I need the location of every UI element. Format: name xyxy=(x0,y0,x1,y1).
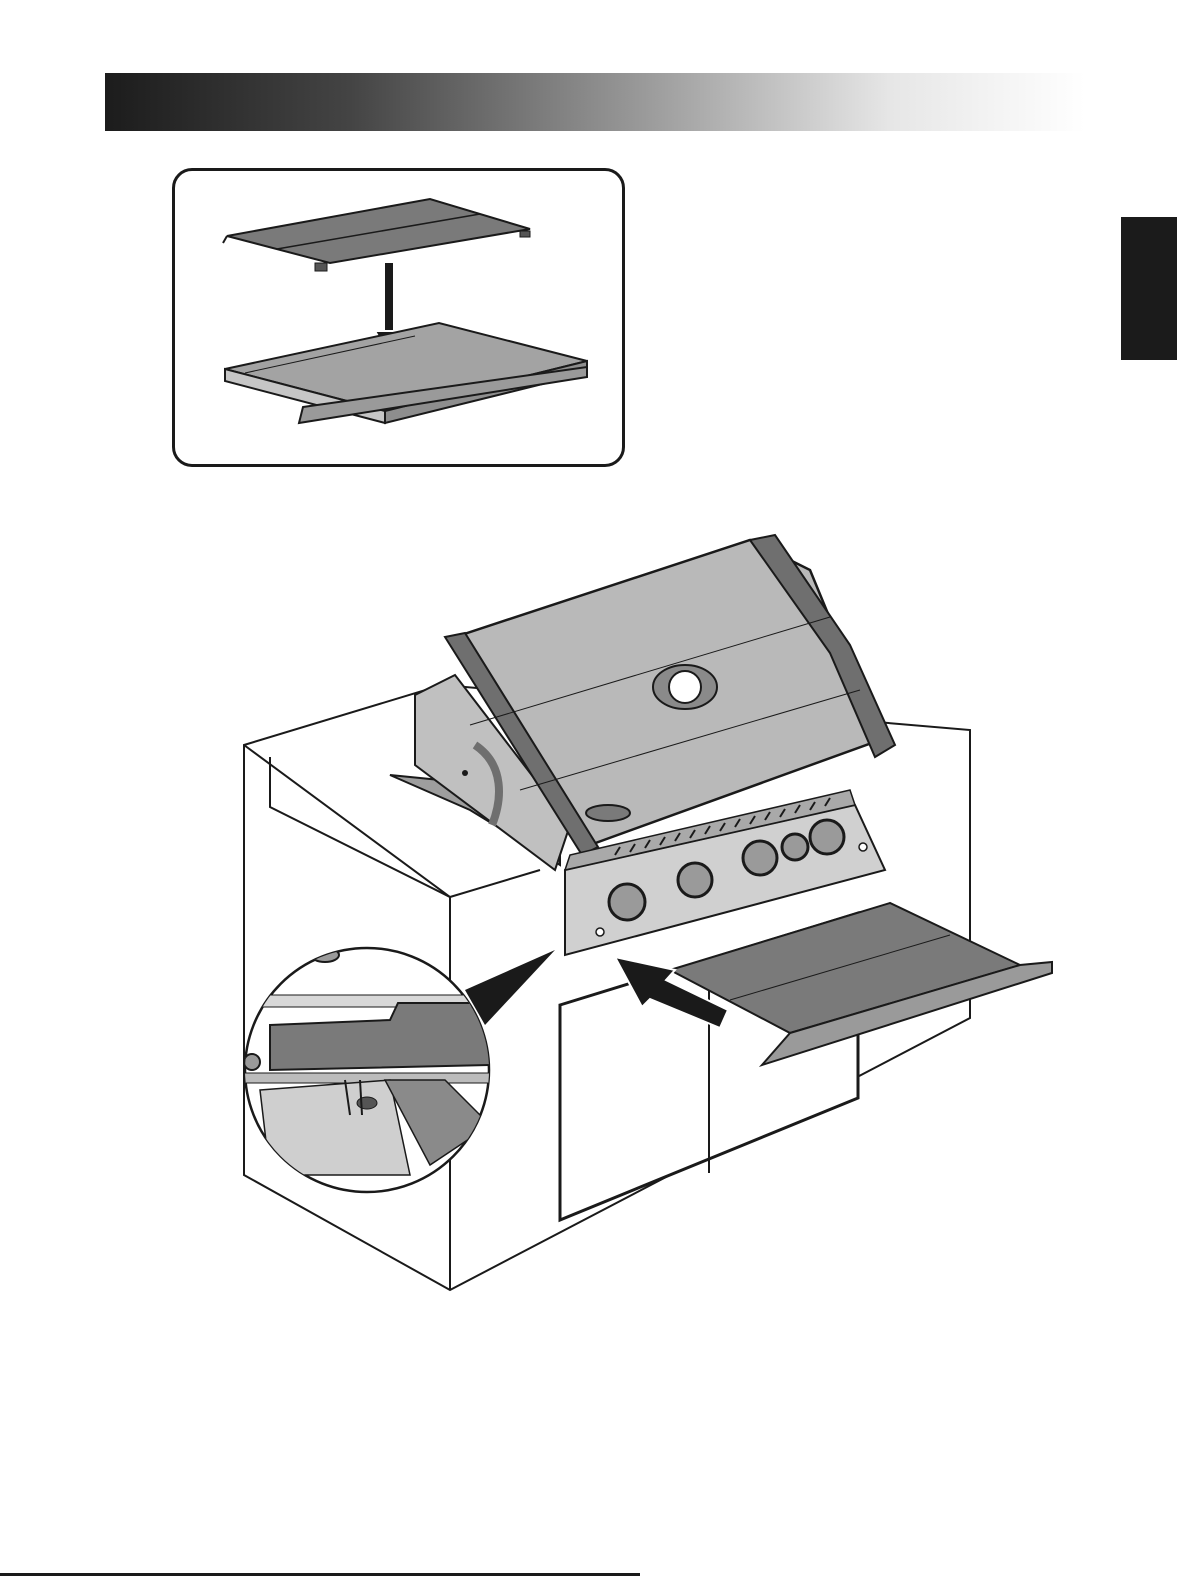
knob-icon xyxy=(609,884,645,920)
knob-icon xyxy=(678,863,712,897)
header-gradient-bar xyxy=(105,73,1085,131)
brand-logo-plate xyxy=(586,805,630,821)
inset-illustration-panel xyxy=(172,168,625,467)
grill-installation-figure xyxy=(230,525,1060,1295)
knob-icon xyxy=(810,820,844,854)
knob-icon xyxy=(743,841,777,875)
footer-rule xyxy=(0,1573,640,1576)
knob-icon xyxy=(782,834,808,860)
language-side-tab xyxy=(1121,217,1177,360)
shelf-cover-assembly-figure xyxy=(175,171,622,464)
